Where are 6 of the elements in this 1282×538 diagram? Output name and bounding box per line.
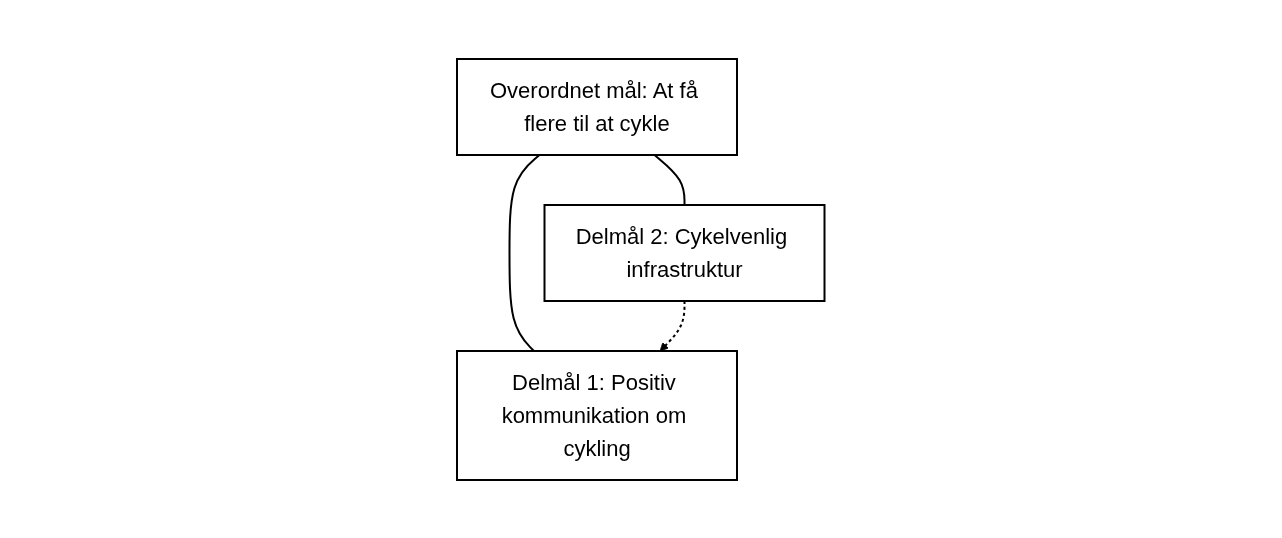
connector bbox=[653, 153, 686, 206]
node-box: Overordnet mål: At få flere til at cykle bbox=[456, 57, 739, 156]
arrow bbox=[659, 299, 686, 351]
node-box: Delmål 1: Positiv kommunikation om cykling bbox=[456, 349, 739, 481]
node-box: Delmål 2: Cykelvenlig infrastruktur bbox=[543, 203, 826, 302]
connector bbox=[508, 153, 541, 352]
